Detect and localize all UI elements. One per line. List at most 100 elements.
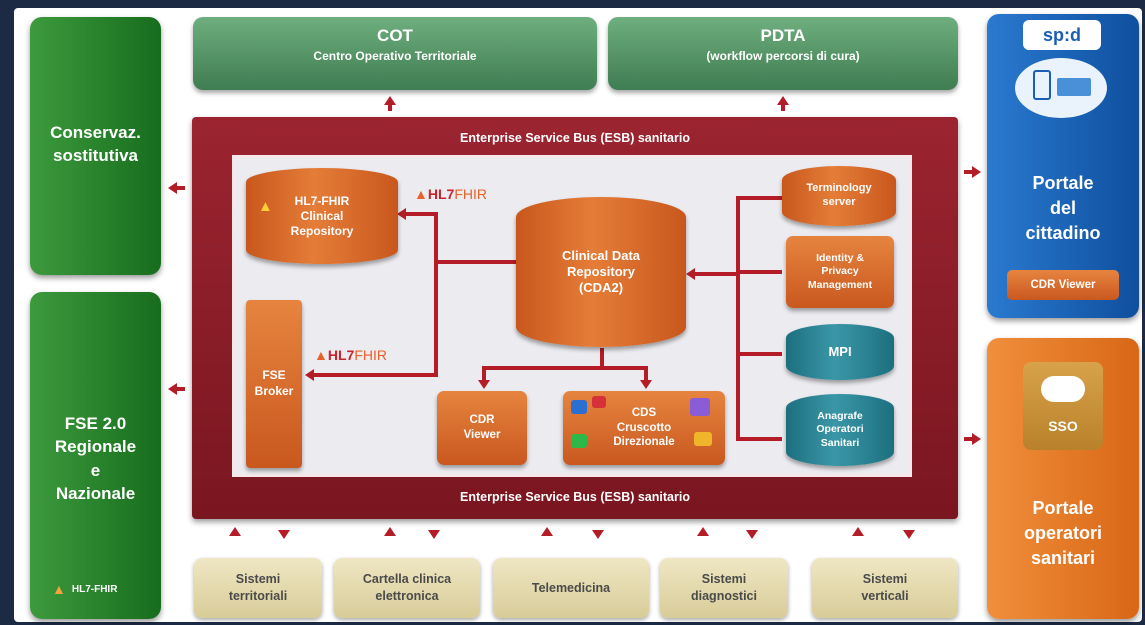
operatori-line: sanitari bbox=[1030, 547, 1096, 568]
connector-line bbox=[736, 437, 782, 441]
sso-badge: SSO bbox=[1023, 362, 1103, 450]
arrow-stem bbox=[964, 437, 972, 441]
cloud-key-icon bbox=[1041, 376, 1085, 402]
cdr-viewer-box: CDR Viewer bbox=[437, 391, 527, 465]
arrow-up-cot bbox=[384, 96, 396, 105]
hl7-text: HL7 bbox=[427, 186, 455, 202]
bottom-line: Sistemi bbox=[701, 572, 747, 587]
fhir-text: FHIR bbox=[354, 347, 387, 363]
arrow-to-fse-broker bbox=[305, 369, 314, 381]
connector-line bbox=[736, 196, 740, 441]
hl7-text: HL7 bbox=[327, 347, 355, 363]
fse-broker-line: Broker bbox=[254, 384, 294, 398]
fire-icon: ▲ bbox=[414, 186, 428, 202]
arrow-right-operatori bbox=[972, 433, 981, 445]
arrow-stem bbox=[177, 387, 185, 391]
cdr-viewer-line: Viewer bbox=[463, 429, 501, 441]
anagrafe-line: Operatori bbox=[816, 423, 864, 436]
terminology-line: Terminology bbox=[806, 182, 872, 195]
operatori-line: operatori bbox=[1023, 522, 1102, 543]
cds-line: Cruscotto bbox=[616, 421, 672, 434]
arrow-down bbox=[592, 530, 604, 539]
bottom-line: verticali bbox=[861, 589, 909, 603]
cdr-viewer-button[interactable]: CDR Viewer bbox=[1007, 270, 1119, 300]
repo-line: HL7-FHIR bbox=[294, 193, 350, 208]
sistemi-diagnostici-box: Sistemi diagnostici bbox=[660, 558, 788, 618]
arrow-stem bbox=[177, 186, 185, 190]
repo-line: Clinical bbox=[300, 208, 344, 223]
flame-icon: ▲ bbox=[52, 581, 66, 597]
arrow-up-pdta bbox=[777, 96, 789, 105]
conservazione-box: Conservaz. sostitutiva bbox=[30, 17, 161, 275]
connector-line bbox=[736, 196, 782, 200]
identity-line: Management bbox=[807, 278, 873, 291]
cot-title: COT bbox=[377, 26, 413, 45]
cot-box: COT Centro Operativo Territoriale bbox=[193, 17, 597, 90]
arrow-stem bbox=[781, 104, 785, 111]
arrow-up bbox=[541, 527, 553, 536]
connector-line bbox=[482, 366, 648, 370]
pdta-title: PDTA bbox=[760, 26, 806, 45]
fhir-text: FHIR bbox=[454, 186, 487, 202]
bottom-line: Sistemi bbox=[862, 572, 908, 587]
telemedicina-box: Telemedicina bbox=[493, 558, 649, 618]
pdta-subtitle: (workflow percorsi di cura) bbox=[706, 49, 860, 63]
identity-line: Identity & bbox=[816, 251, 864, 264]
cot-subtitle: Centro Operativo Territoriale bbox=[313, 49, 477, 63]
cds-line: Direzionale bbox=[613, 436, 675, 449]
database-icon-green bbox=[571, 434, 587, 448]
fse-badge: HL7-FHIR bbox=[71, 583, 118, 595]
identity-privacy-management: Identity & Privacy Management bbox=[786, 236, 894, 308]
arrow-down bbox=[746, 530, 758, 539]
anagrafe-line: Sanitari bbox=[820, 436, 860, 449]
arrow-up bbox=[697, 527, 709, 536]
database-icon-blue bbox=[571, 400, 587, 414]
arrow-down bbox=[278, 530, 290, 539]
arrow-stem bbox=[964, 170, 972, 174]
arrow-to-cds bbox=[640, 380, 652, 389]
cdr-line: (CDA2) bbox=[578, 280, 624, 296]
connector-line bbox=[434, 212, 438, 377]
cittadino-line: cittadino bbox=[1025, 222, 1101, 243]
bottom-line: elettronica bbox=[375, 589, 439, 603]
fse-line: e bbox=[90, 460, 101, 480]
connector-line bbox=[736, 270, 782, 274]
conservazione-label: Conservaz. sostitutiva bbox=[50, 123, 141, 165]
cartella-clinica-box: Cartella clinica elettronica bbox=[334, 558, 480, 618]
esb-bottom-label: Enterprise Service Bus (ESB) sanitario bbox=[460, 490, 690, 504]
anagrafe-line: Anagrafe bbox=[817, 410, 863, 423]
bottom-line: Telemedicina bbox=[531, 580, 611, 595]
cittadino-line: Portale bbox=[1032, 173, 1094, 193]
arrow-up bbox=[852, 527, 864, 536]
flame-icon: ▲ bbox=[258, 198, 273, 215]
terminology-server: Terminology server bbox=[782, 166, 896, 226]
connector-line bbox=[482, 366, 486, 380]
database-icon-red bbox=[592, 396, 606, 408]
esb-top-label: Enterprise Service Bus (ESB) sanitario bbox=[460, 131, 690, 145]
cittadino-line: del bbox=[1049, 197, 1076, 218]
operatori-line: Portale bbox=[1032, 498, 1094, 518]
cds-line: CDS bbox=[631, 406, 657, 419]
arrow-to-hl7-repo bbox=[397, 208, 406, 220]
terminology-line: server bbox=[822, 196, 856, 208]
arrow-to-cdr bbox=[686, 268, 695, 280]
bottom-line: Cartella clinica bbox=[362, 572, 452, 587]
bottom-line: territoriali bbox=[228, 589, 288, 603]
anagrafe-operatori-sanitari: Anagrafe Operatori Sanitari bbox=[786, 394, 894, 466]
hl7-fhir-clinical-repository: HL7-FHIR Clinical Repository bbox=[246, 168, 398, 264]
fse-line: Regionale bbox=[54, 437, 137, 457]
repo-line: Repository bbox=[290, 223, 354, 238]
portale-cittadino-box: sp:d Portale del cittadino CDR Viewer bbox=[987, 14, 1139, 318]
spid-logo: sp:d bbox=[1023, 20, 1101, 50]
database-icon-yellow bbox=[694, 432, 712, 446]
mpi-label: MPI bbox=[828, 343, 852, 359]
arrow-down bbox=[903, 530, 915, 539]
portale-operatori-box: SSO Portale operatori sanitari bbox=[987, 338, 1139, 619]
phone-laptop-icon bbox=[1015, 58, 1107, 118]
fse-broker: FSE Broker bbox=[246, 300, 302, 468]
bottom-line: diagnostici bbox=[691, 589, 757, 603]
arrow-right-cittadino bbox=[972, 166, 981, 178]
connector-line bbox=[693, 272, 737, 276]
connector-line bbox=[736, 352, 782, 356]
cdr-line: Clinical Data bbox=[561, 247, 641, 263]
